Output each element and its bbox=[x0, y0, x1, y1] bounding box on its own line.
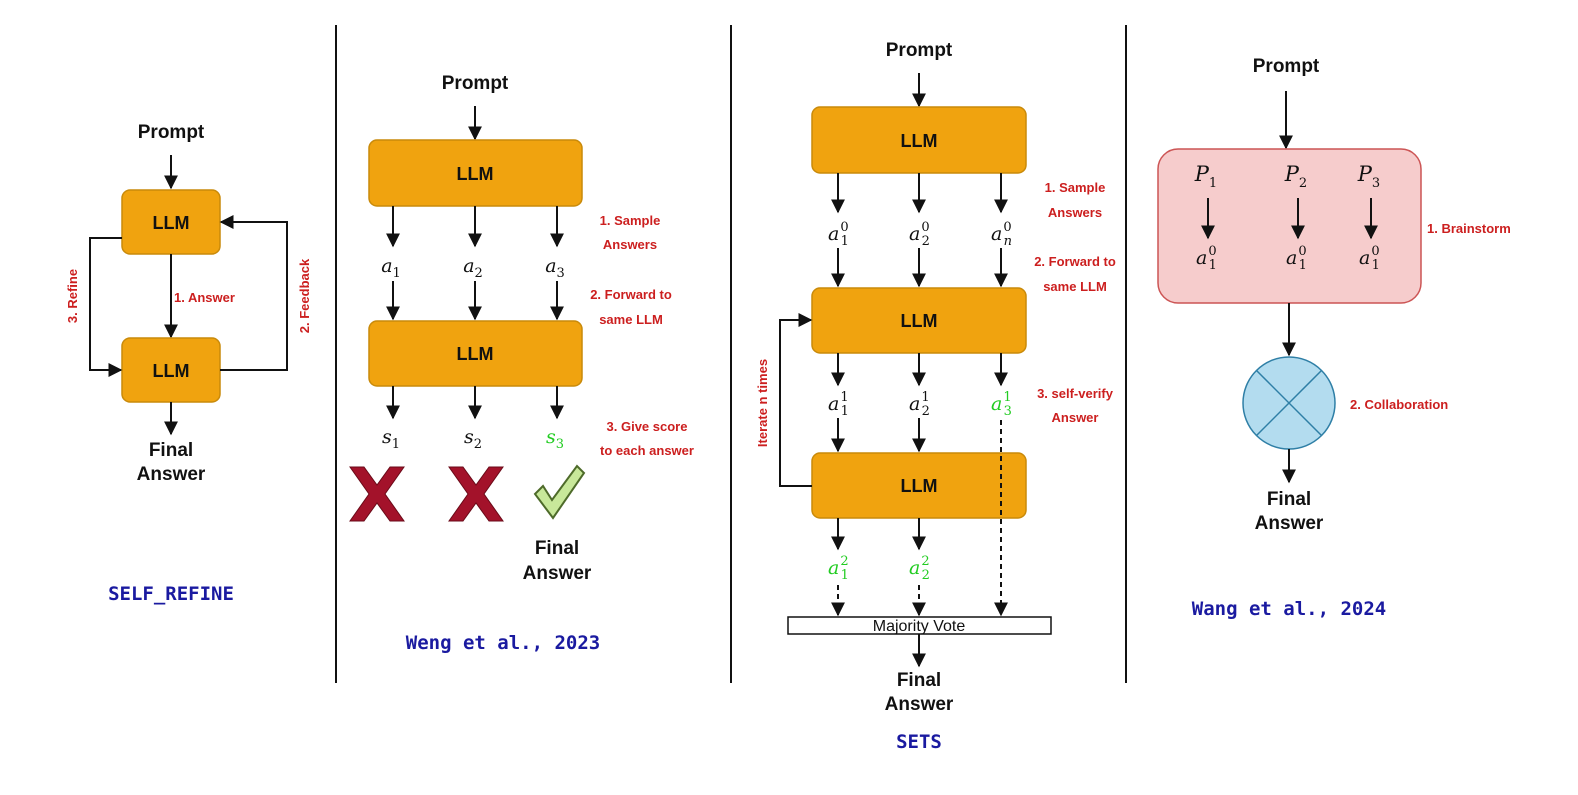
forward-label-line1: 2. Forward to bbox=[590, 287, 672, 302]
final-row-arrows bbox=[831, 518, 926, 551]
iterate-label: Iterate n times bbox=[755, 359, 770, 447]
answer-a3: a3 bbox=[545, 255, 565, 281]
verify-arrows bbox=[831, 353, 1008, 387]
score-s3: s3 bbox=[546, 426, 564, 452]
prompt-label: Prompt bbox=[1253, 56, 1320, 77]
caption-self-refine: SELF_REFINE bbox=[108, 583, 234, 605]
brainstorm-arrows bbox=[1201, 198, 1378, 240]
answer-row: a1 a2 a3 bbox=[381, 255, 565, 281]
final-answer-line1: Final bbox=[897, 670, 941, 691]
brainstorm-label: 1. Brainstorm bbox=[1427, 221, 1511, 236]
forward-label-line1: 2. Forward to bbox=[1034, 254, 1116, 269]
perspective-p1: P1 bbox=[1194, 162, 1217, 191]
vote-arrows bbox=[831, 420, 1008, 617]
answer-a1: a1 bbox=[381, 255, 401, 281]
verify-label-line2: Answer bbox=[1052, 410, 1099, 425]
feedback-label: 2. Feedback bbox=[297, 258, 312, 333]
score-s1: s1 bbox=[382, 426, 400, 452]
final-answer-line1: Final bbox=[1267, 489, 1311, 510]
edge-iterate-loop bbox=[779, 313, 813, 487]
refine-label: 3. Refine bbox=[65, 269, 80, 323]
final-answer-line2: Answer bbox=[523, 563, 592, 584]
score-s2: s2 bbox=[464, 426, 482, 452]
score-arrows bbox=[386, 386, 564, 420]
caption-sets: SETS bbox=[896, 731, 942, 753]
score-label-line1: 3. Give score bbox=[607, 419, 688, 434]
forward-label-line2: same LLM bbox=[599, 312, 663, 327]
panel-weng: Prompt LLM 1. Sample Answers a1 a2 a3 2.… bbox=[349, 73, 694, 654]
majority-vote-label: Majority Vote bbox=[873, 618, 966, 635]
answer-a2: a2 bbox=[463, 255, 483, 281]
perspective-p3: P3 bbox=[1357, 162, 1380, 191]
verify-label-line1: 3. self-verify bbox=[1037, 386, 1114, 401]
forward-arrows bbox=[386, 281, 564, 321]
llm-label: LLM bbox=[901, 476, 938, 496]
final-answer-line1: Final bbox=[535, 538, 579, 559]
forward-label-line2: same LLM bbox=[1043, 279, 1107, 294]
answer-label: 1. Answer bbox=[174, 290, 235, 305]
collaboration-label: 2. Collaboration bbox=[1350, 397, 1448, 412]
prompt-label: Prompt bbox=[442, 73, 509, 94]
llm-label: LLM bbox=[901, 311, 938, 331]
final-answer-line2: Answer bbox=[1255, 513, 1324, 534]
score-label-line2: to each answer bbox=[600, 443, 694, 458]
final-answer-line2: Answer bbox=[885, 694, 954, 715]
edge-refine bbox=[89, 237, 123, 377]
cross-icon bbox=[349, 466, 405, 522]
edge-feedback bbox=[219, 215, 288, 371]
sample-label-line1: 1. Sample bbox=[600, 213, 661, 228]
caption-wang: Wang et al., 2024 bbox=[1192, 598, 1386, 620]
forward-arrows bbox=[831, 248, 1008, 288]
collaboration-icon bbox=[1242, 356, 1336, 450]
panel-self-refine: Prompt LLM 1. Answer LLM 2. Feedback 3. … bbox=[65, 122, 312, 605]
final-answer-line2: Answer bbox=[137, 464, 206, 485]
cross-icon bbox=[448, 466, 504, 522]
prompt-label: Prompt bbox=[138, 122, 205, 143]
feed-arrows bbox=[831, 418, 926, 453]
perspective-p2: P2 bbox=[1284, 162, 1307, 191]
check-icon bbox=[533, 464, 586, 520]
llm-label: LLM bbox=[901, 131, 938, 151]
sample-label-line2: Answers bbox=[1048, 205, 1102, 220]
llm-label: LLM bbox=[153, 361, 190, 381]
sample-label-line2: Answers bbox=[603, 237, 657, 252]
llm-label: LLM bbox=[457, 164, 494, 184]
caption-weng: Weng et al., 2023 bbox=[406, 632, 600, 654]
llm-label: LLM bbox=[153, 213, 190, 233]
llm-label: LLM bbox=[457, 344, 494, 364]
sample-arrows bbox=[831, 173, 1008, 214]
prompt-label: Prompt bbox=[886, 40, 953, 61]
perspective-row: P1 P2 P3 bbox=[1194, 162, 1380, 191]
score-row: s1 s2 s3 bbox=[382, 426, 564, 452]
sample-arrows bbox=[386, 206, 564, 248]
final-answer-line1: Final bbox=[149, 440, 193, 461]
sample-label-line1: 1. Sample bbox=[1045, 180, 1106, 195]
